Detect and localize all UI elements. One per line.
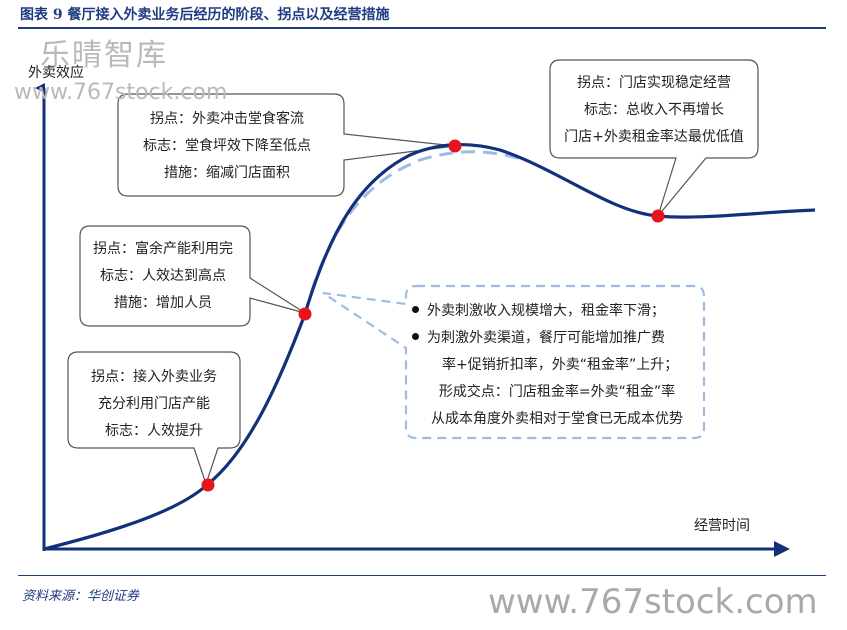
callout-text-inflection-2: 拐点：外卖冲击堂食客流 标志：堂食坪效下降至低点 措施：缩减门店面积 [120, 106, 334, 187]
callout-text-inflection-1: 拐点：富余产能利用完 标志：人效达到高点 措施：增加人员 [80, 236, 246, 317]
watermark-url-bottom: www.767stock.com [488, 582, 818, 622]
inflection-point-1 [298, 307, 312, 321]
callout-bubble-inflection-1 [79, 225, 306, 327]
callout-line: 标志：人效达到高点 [100, 268, 226, 284]
callout-line: 措施：增加人员 [114, 295, 212, 311]
watermark-brand: 乐晴智库 [40, 38, 168, 73]
callout-line: 措施：缩减门店面积 [164, 165, 290, 181]
callout-text-inflection-0: 拐点：接入外卖业务 充分利用门店产能 标志：人效提升 [68, 364, 240, 445]
callout-line: 标志：堂食坪效下降至低点 [143, 138, 311, 154]
watermark-url-top: www.767stock.com [14, 80, 228, 105]
callout-line: 门店+外卖租金率达最优低值 [564, 129, 744, 145]
note-bullet-text: 为刺激外卖渠道，餐厅可能增加推广费 [427, 330, 665, 346]
callout-line: 拐点：富余产能利用完 [93, 241, 233, 257]
title-rule [18, 27, 826, 29]
callout-line: 拐点：外卖冲击堂食客流 [150, 111, 304, 127]
inflection-point-3 [651, 209, 665, 223]
note-line: 形成交点：门店租金率=外卖“租金”率 [438, 384, 676, 400]
callout-bubble-inflection-3 [549, 59, 759, 217]
inflection-point-0 [201, 478, 215, 492]
callout-line: 拐点：门店实现稳定经营 [577, 75, 731, 91]
figure-title: 图表 9 餐厅接入外卖业务后经历的阶段、拐点以及经营措施 [20, 7, 390, 23]
callout-line: 充分利用门店产能 [98, 396, 210, 412]
note-text: 外卖刺激收入规模增大，租金率下滑； 为刺激外卖渠道，餐厅可能增加推广费 率+促销… [412, 298, 702, 433]
callout-line: 标志：人效提升 [105, 423, 203, 439]
y-axis-label: 外卖效应 [28, 65, 84, 81]
note-bullet-line: 为刺激外卖渠道，餐厅可能增加推广费 [412, 325, 702, 352]
note-dashed-bubble [322, 284, 706, 440]
callout-bubble-inflection-2 [117, 93, 456, 197]
callout-line: 拐点：接入外卖业务 [91, 369, 217, 385]
callout-text-inflection-3: 拐点：门店实现稳定经营 标志：总收入不再增长 门店+外卖租金率达最优低值 [548, 70, 760, 151]
inflection-point-2 [448, 139, 462, 153]
note-bullet-line: 外卖刺激收入规模增大，租金率下滑； [412, 298, 702, 325]
x-axis-label: 经营时间 [694, 518, 750, 534]
callout-line: 标志：总收入不再增长 [584, 102, 724, 118]
source-note: 资料来源：华创证券 [22, 589, 140, 604]
callout-bubble-inflection-0 [67, 351, 241, 486]
bullet-dot-icon [412, 305, 419, 313]
note-line: 从成本角度外卖相对于堂食已无成本优势 [431, 411, 683, 427]
bullet-dot-icon [412, 332, 419, 340]
x-axis-arrowhead [774, 541, 790, 557]
note-bullet-text: 外卖刺激收入规模增大，租金率下滑； [427, 303, 665, 319]
note-continuation: 率+促销折扣率，外卖“租金率”上升； [442, 357, 679, 373]
footer-rule [18, 575, 826, 576]
